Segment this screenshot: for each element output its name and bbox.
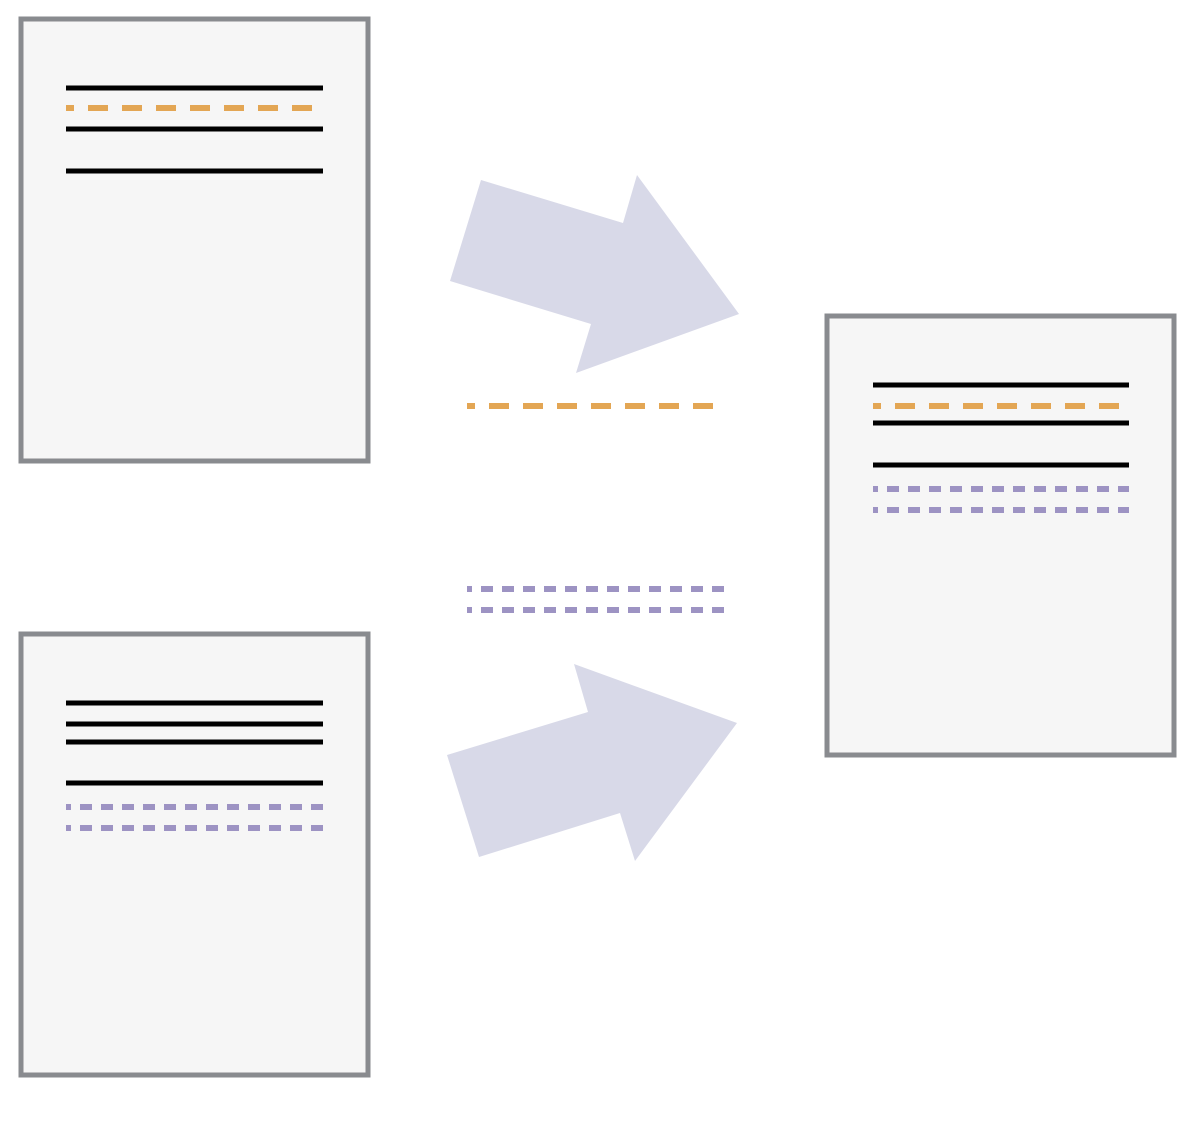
transit-dotted-lines xyxy=(467,586,724,613)
arrow-top-icon xyxy=(450,175,739,373)
document-bottom-left-page xyxy=(18,631,371,1078)
document-top-left xyxy=(18,16,371,464)
arrow-bottom-icon xyxy=(447,664,737,861)
document-right-page xyxy=(824,313,1177,758)
document-top-left-page xyxy=(18,16,371,464)
document-right xyxy=(824,313,1177,758)
document-bottom-left xyxy=(18,631,371,1078)
